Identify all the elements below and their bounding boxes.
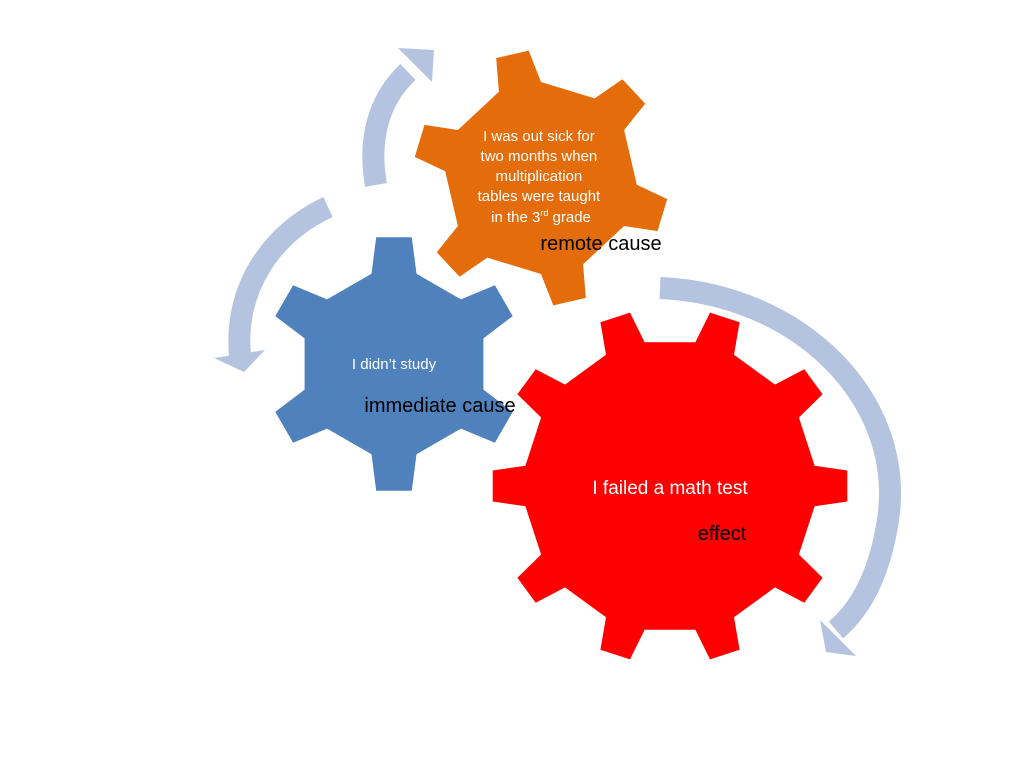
effect-label: effect [698,523,747,545]
arrow-to-effect-shaft [659,277,901,639]
effect-gear-shape [492,312,848,660]
arrow-to-remote-head [398,48,434,82]
immediate-cause-label: immediate cause [364,395,515,417]
immediate-cause-text: I didn’t study [352,356,437,373]
arrow-to-immediate-shaft [228,197,333,357]
effect-text: I failed a math test [592,478,748,499]
arrow-to-remote [362,48,434,187]
arrow-to-remote-shaft [362,63,416,187]
arrow-to-immediate-head [214,350,265,372]
arrow-to-immediate [214,197,333,372]
remote-cause-label: remote cause [540,233,661,255]
arrow-to-effect [659,277,901,656]
immediate-gear-shape [275,237,513,491]
remote-cause-gear: I was out sick for two months when multi… [414,50,668,306]
arrow-to-effect-head [820,620,856,656]
effect-gear: I failed a math test effect [492,312,848,660]
cycle-arrows [214,48,901,656]
remote-cause-text: I was out sick for two months when multi… [478,128,605,226]
remote-gear-shape [414,50,668,306]
immediate-cause-gear: I didn’t study [275,237,513,491]
